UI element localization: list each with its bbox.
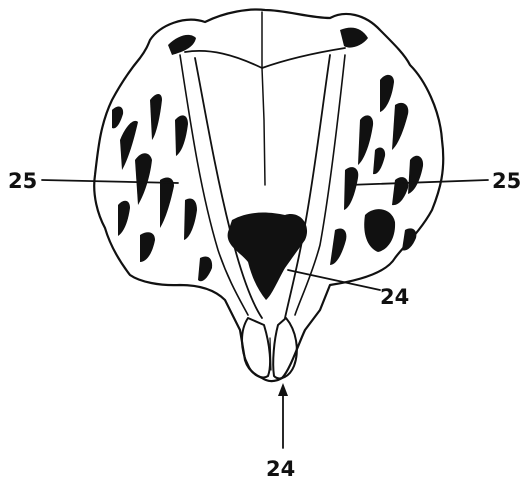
label-right-25: 25 <box>492 169 521 193</box>
leader-left-25 <box>42 180 178 183</box>
label-mid-24: 24 <box>380 285 409 309</box>
skull-outline <box>94 10 443 382</box>
leader-mid-24 <box>288 270 380 290</box>
label-bottom-24: 24 <box>266 457 295 481</box>
label-left-25: 25 <box>8 169 37 193</box>
skull-shading <box>112 28 423 300</box>
arrowhead-bottom-24 <box>278 383 288 396</box>
